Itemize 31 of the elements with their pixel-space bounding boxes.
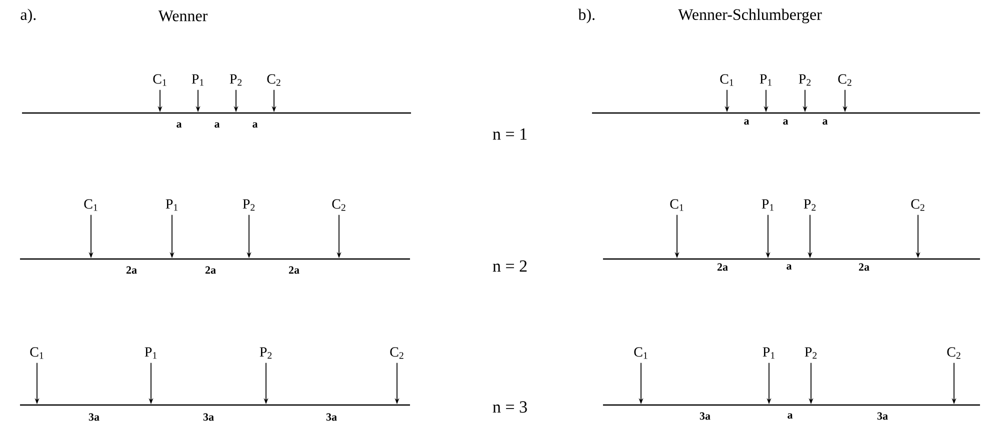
electrode-label: P$_{2}$ [798,74,811,86]
electrode-label: C$_{2}$ [267,74,280,86]
electrode-label: P$_{1}$ [760,74,772,86]
panel-letter: a). [20,8,36,24]
electrode-label: C$_{1}$ [84,199,98,211]
electrode-label: C$_{2}$ [911,199,924,211]
electrode-label: P$_{2}$ [804,347,817,359]
n-value-label: n = 3 [492,401,527,413]
electrode-label: P$_{2}$ [230,74,242,86]
n-value-label: n = 1 [492,128,527,140]
electrode-label: P$_{2}$ [260,347,272,359]
electrode-label: C$_{2}$ [947,347,960,359]
panel-heading: Wenner-Schlumberger [678,8,822,24]
panel-letter: b). [578,8,594,24]
electrode-label: C$_{2}$ [390,347,404,359]
electrode-label: C$_{1}$ [720,74,734,86]
electrode-label: C$_{2}$ [838,74,852,86]
electrode-label: C$_{1}$ [30,347,44,359]
electrode-label: C$_{1}$ [153,74,166,86]
electrode-label: P$_{1}$ [192,74,204,86]
electrode-label: P$_{1}$ [762,347,775,359]
electrode-label: P$_{1}$ [144,347,156,359]
electrode-label: C$_{2}$ [332,199,346,211]
panel-heading: Wenner [158,10,208,22]
electrode-label: C$_{1}$ [634,347,648,359]
electrode-label: P$_{1}$ [762,199,774,211]
electrode-label: P$_{2}$ [242,199,255,211]
electrode-label: P$_{2}$ [804,199,816,211]
electrode-label: P$_{1}$ [166,199,178,211]
n-value-label: n = 2 [492,260,527,272]
electrode-label: C$_{1}$ [670,199,684,211]
